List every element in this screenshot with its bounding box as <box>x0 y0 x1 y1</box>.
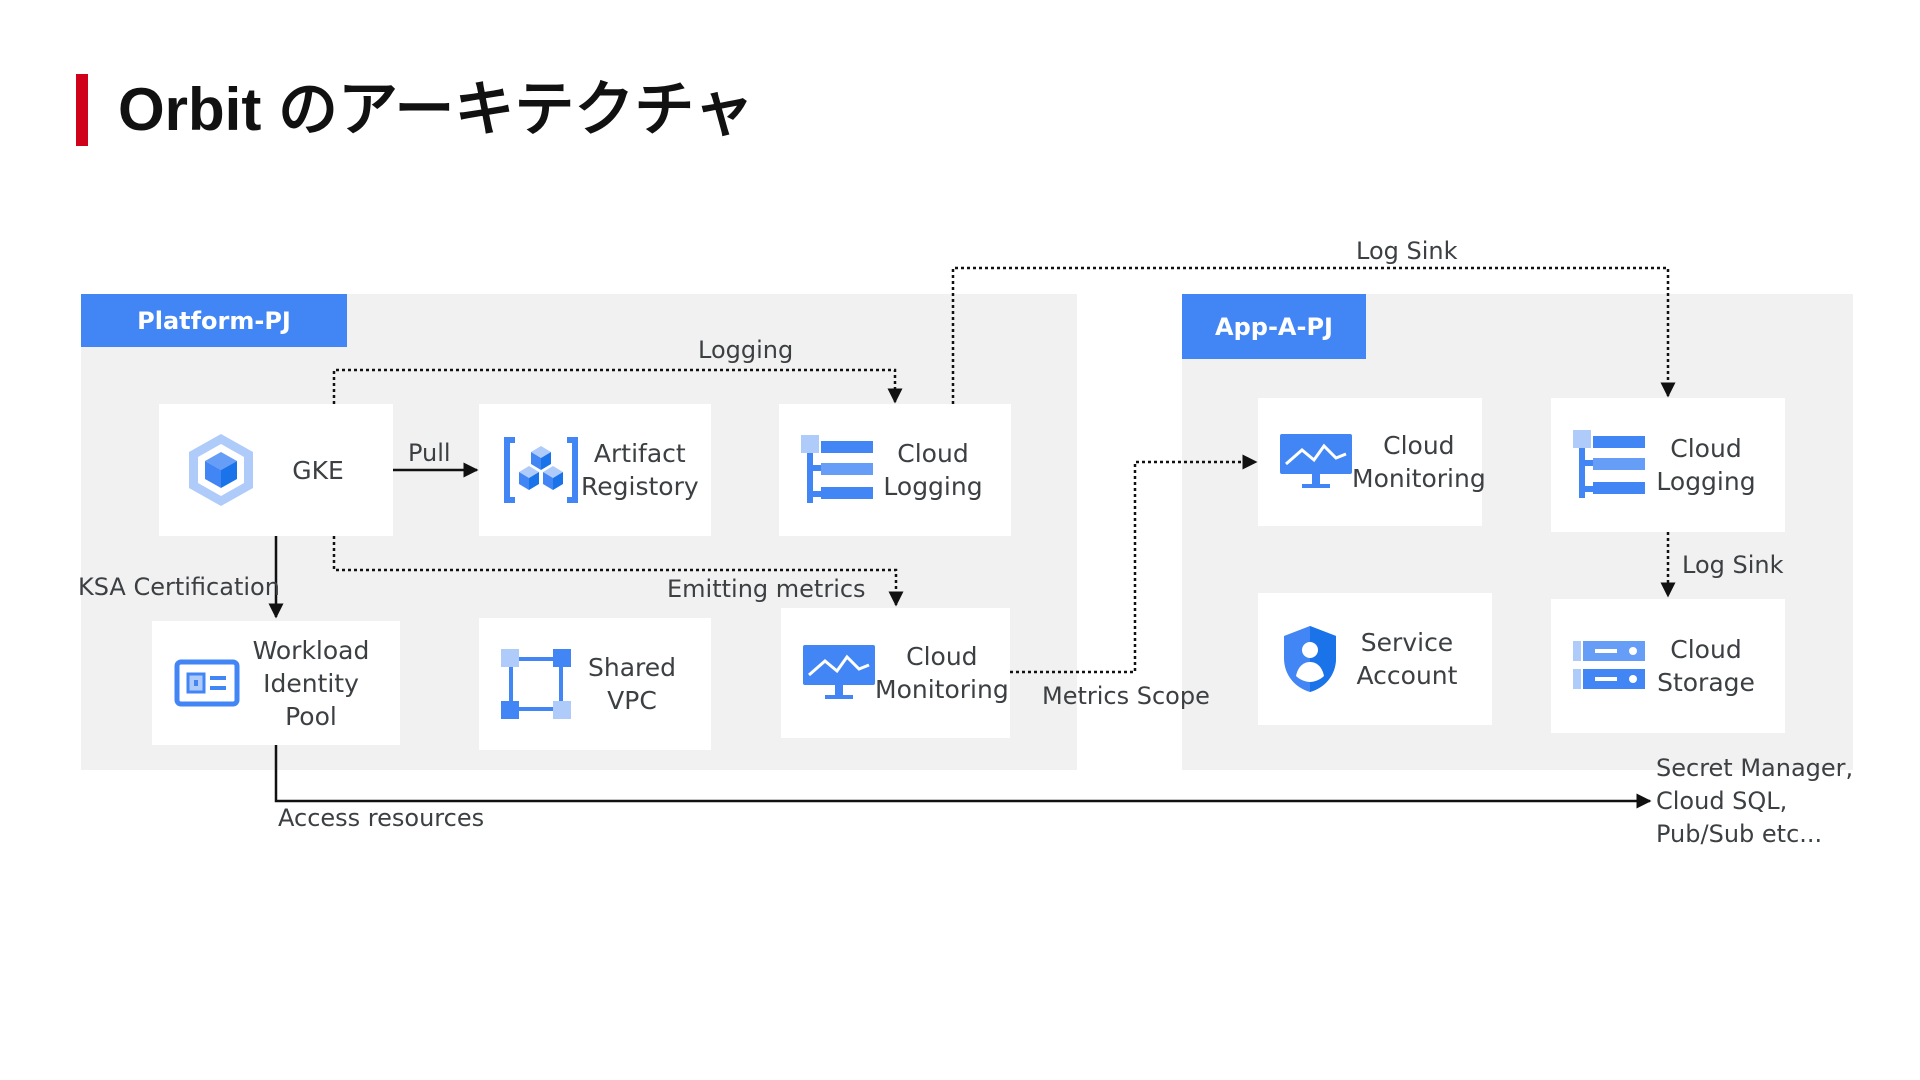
edge-label-log-sink-app: Log Sink <box>1682 551 1784 579</box>
cloud-monitoring-icon <box>1280 434 1352 490</box>
shared-vpc-icon <box>501 649 571 719</box>
service-account-card[interactable]: Service Account <box>1258 593 1492 725</box>
app-cloud-monitoring-card[interactable]: Cloud Monitoring <box>1258 398 1486 526</box>
external-resources-label: Secret Manager, Cloud SQL, Pub/Sub etc..… <box>1656 754 1854 848</box>
artifact-registry-label: Artifact Registory <box>581 439 699 501</box>
platform-cloud-monitoring-card[interactable]: Cloud Monitoring <box>781 608 1010 738</box>
shared-vpc-label: Shared VPC <box>587 653 676 715</box>
cloud-logging-icon <box>1573 430 1645 500</box>
cloud-storage-label: Cloud Storage <box>1657 635 1755 697</box>
platform-cloud-monitoring-label: Cloud Monitoring <box>875 642 1009 704</box>
cloud-storage-icon <box>1573 637 1645 695</box>
gke-icon <box>181 430 261 510</box>
platform-cloud-logging-card[interactable]: Cloud Logging <box>779 404 1011 536</box>
edge-label-ksa-certification: KSA Certification <box>78 573 280 601</box>
app-cloud-monitoring-label: Cloud Monitoring <box>1352 431 1486 493</box>
app-cloud-logging-label: Cloud Logging <box>1656 434 1756 496</box>
edge-label-logging: Logging <box>698 336 794 364</box>
slide-title: Orbit のアーキテクチャ <box>76 74 754 146</box>
gke-card[interactable]: GKE <box>159 404 393 536</box>
edge-label-access-resources: Access resources <box>278 804 485 832</box>
edge-label-log-sink-top: Log Sink <box>1356 237 1458 265</box>
service-account-icon <box>1280 624 1340 694</box>
workload-identity-pool-label: Workload Identity Pool <box>252 635 370 731</box>
gke-label: GKE <box>292 455 344 485</box>
cloud-logging-icon <box>801 435 873 505</box>
platform-cloud-logging-label: Cloud Logging <box>883 439 983 501</box>
edge-label-metrics-scope: Metrics Scope <box>1042 682 1210 710</box>
cloud-monitoring-icon <box>803 645 875 701</box>
service-account-label: Service Account <box>1356 628 1458 690</box>
platform-project-label: Platform-PJ <box>81 294 347 347</box>
workload-identity-icon <box>174 659 240 707</box>
artifact-registry-icon <box>501 432 581 508</box>
workload-identity-pool-card[interactable]: Workload Identity Pool <box>152 621 400 745</box>
app-a-project-label: App-A-PJ <box>1182 294 1366 359</box>
edge-label-pull: Pull <box>408 439 451 467</box>
app-cloud-logging-card[interactable]: Cloud Logging <box>1551 398 1785 532</box>
edge-label-emitting-metrics: Emitting metrics <box>667 575 866 603</box>
artifact-registry-card[interactable]: Artifact Registory <box>479 404 711 536</box>
shared-vpc-card[interactable]: Shared VPC <box>479 618 711 750</box>
cloud-storage-card[interactable]: Cloud Storage <box>1551 599 1785 733</box>
